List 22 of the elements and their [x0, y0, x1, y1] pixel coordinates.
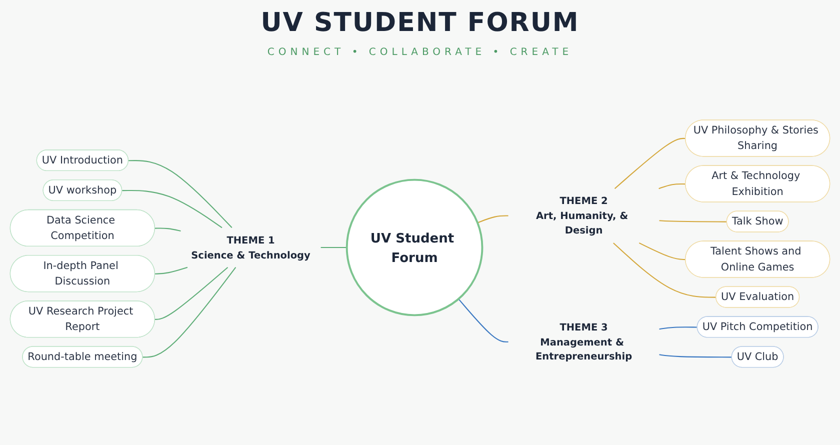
node-text: THEME 2 Art, Humanity, & Design	[536, 194, 628, 236]
connector	[128, 160, 232, 228]
connector	[658, 182, 686, 189]
connector	[613, 242, 716, 298]
connector	[659, 354, 732, 358]
connector	[477, 214, 508, 223]
connector	[155, 227, 181, 232]
connector	[638, 242, 686, 260]
connector	[155, 266, 228, 320]
connector	[659, 220, 727, 222]
connector	[122, 189, 222, 228]
node-circle: UV Student Forum	[346, 178, 484, 316]
connector	[458, 298, 508, 342]
tagline: CONNECT • COLLABORATE • CREATE	[267, 47, 573, 58]
node-text: THEME 1 Science & Technology	[191, 234, 310, 260]
connector	[155, 266, 188, 274]
connector	[614, 137, 686, 188]
diagram-title: UV STUDENT FORUM	[260, 8, 580, 38]
node-text: THEME 3 Management & Entrepreneurship	[535, 320, 632, 362]
connector	[320, 246, 347, 248]
connector	[659, 326, 698, 330]
connector	[142, 266, 236, 358]
